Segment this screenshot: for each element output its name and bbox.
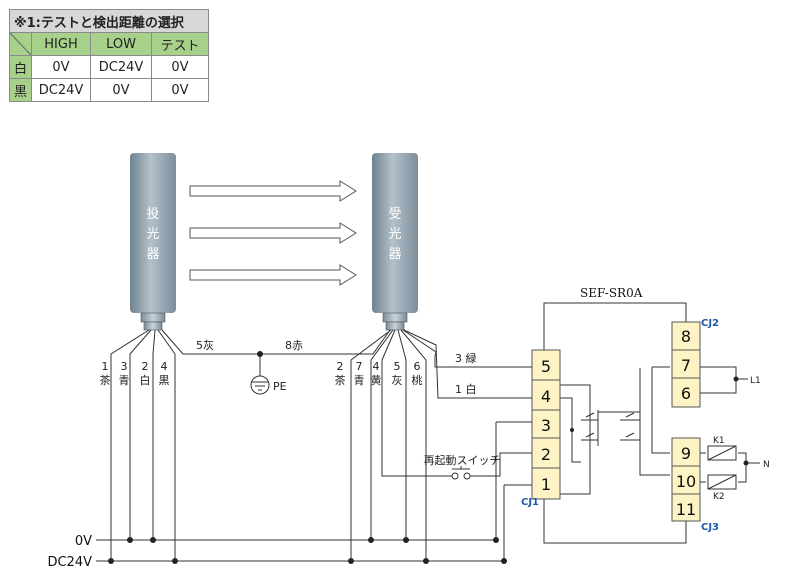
- bus-dc24v-label: DC24V: [47, 555, 92, 570]
- relay-model: SEF-SR0A: [580, 286, 643, 300]
- k1-label: K1: [713, 436, 725, 446]
- emitter-unit: 投 光 器: [130, 153, 176, 331]
- terminal-7: 7: [681, 356, 691, 375]
- table-cell: 0V: [31, 55, 91, 79]
- receiver-char: 光: [388, 227, 401, 242]
- row-label-black: 黒: [9, 78, 32, 102]
- wire-gray-label: 5灰: [196, 338, 214, 352]
- wire-number: 2: [142, 360, 149, 373]
- table-cell: 0V: [90, 78, 152, 102]
- wire-number: 7: [356, 360, 363, 373]
- terminal-block-cj1: 5 4 3 2 1: [531, 349, 561, 500]
- table-header-high: HIGH: [31, 32, 91, 56]
- terminal-10: 10: [676, 472, 696, 491]
- k2-label: K2: [713, 492, 725, 502]
- wire-color: 茶: [335, 374, 346, 387]
- restart-switch-icon[interactable]: [451, 466, 471, 480]
- receiver-char: 器: [388, 247, 401, 262]
- coil-k2: [707, 474, 737, 490]
- beam-arrow-icon: [189, 222, 357, 244]
- cj2-label: CJ2: [701, 318, 719, 329]
- wire-color: 桃: [412, 373, 423, 387]
- l1-label: L1: [750, 376, 761, 386]
- beam-arrow-icon: [189, 264, 357, 286]
- table-row: 黒 DC24V 0V 0V: [9, 78, 209, 102]
- terminal-3: 3: [541, 416, 551, 435]
- wire-color: 青: [354, 374, 365, 387]
- table-corner-cell: [9, 32, 32, 56]
- cj1-label: CJ1: [521, 497, 539, 508]
- wire-number: 6: [414, 360, 421, 373]
- terminal-5: 5: [541, 357, 551, 376]
- beam-arrow-icon: [189, 180, 357, 202]
- wire-number: 4: [373, 360, 380, 373]
- cj3-label: CJ3: [701, 522, 719, 533]
- bus-0v-label: 0V: [75, 534, 92, 549]
- wires: [96, 302, 760, 562]
- emitter-char: 投: [146, 206, 159, 222]
- coil-k1: [707, 445, 737, 461]
- wire-number: 3: [121, 360, 128, 373]
- wire-white-label: 1 白: [455, 382, 477, 396]
- terminal-4: 4: [541, 387, 551, 406]
- table-header-test: テスト: [151, 32, 209, 56]
- table-cell: 0V: [151, 78, 209, 102]
- wire-color: 灰: [392, 373, 403, 387]
- table-caption: ※1:テストと検出距離の選択: [9, 9, 209, 33]
- table-header-low: LOW: [90, 32, 152, 56]
- emitter-char: 器: [146, 247, 159, 262]
- beam-arrows: [189, 180, 357, 286]
- pe-label: PE: [273, 380, 287, 393]
- wire-color: 茶: [100, 374, 111, 387]
- wire-number: 1: [102, 360, 109, 373]
- terminal-1: 1: [541, 475, 551, 494]
- wire-green-label: 3 緑: [455, 351, 477, 365]
- receiver-char: 受: [388, 207, 401, 222]
- terminal-11: 11: [676, 500, 696, 519]
- terminal-block-cj3: 9 10 11: [671, 437, 701, 522]
- terminal-9: 9: [681, 444, 691, 463]
- emitter-char: 光: [146, 227, 159, 242]
- restart-switch-label: 再起動スイッチ: [424, 453, 501, 467]
- selection-table: ※1:テストと検出距離の選択 HIGH LOW テスト 白 0V DC24V 0…: [9, 9, 209, 102]
- wire-color: 黄: [371, 373, 382, 387]
- terminal-8: 8: [681, 327, 691, 346]
- wire-color: 黒: [159, 374, 170, 387]
- wire-number: 2: [337, 360, 344, 373]
- wire-color: 青: [119, 374, 130, 387]
- receiver-unit: 受 光 器: [372, 153, 418, 331]
- wire-number: 4: [161, 360, 168, 373]
- wire-number: 5: [394, 360, 401, 373]
- table-cell: DC24V: [31, 78, 91, 102]
- ground-icon: [250, 375, 270, 395]
- terminal-2: 2: [541, 445, 551, 464]
- junction-dots: [108, 351, 749, 564]
- table-cell: 0V: [151, 55, 209, 79]
- terminal-block-cj2: 8 7 6: [671, 321, 701, 408]
- terminal-6: 6: [681, 384, 691, 403]
- wire-color: 白: [140, 373, 151, 387]
- n-label: N: [763, 460, 770, 470]
- wire-red-label: 8赤: [285, 339, 303, 352]
